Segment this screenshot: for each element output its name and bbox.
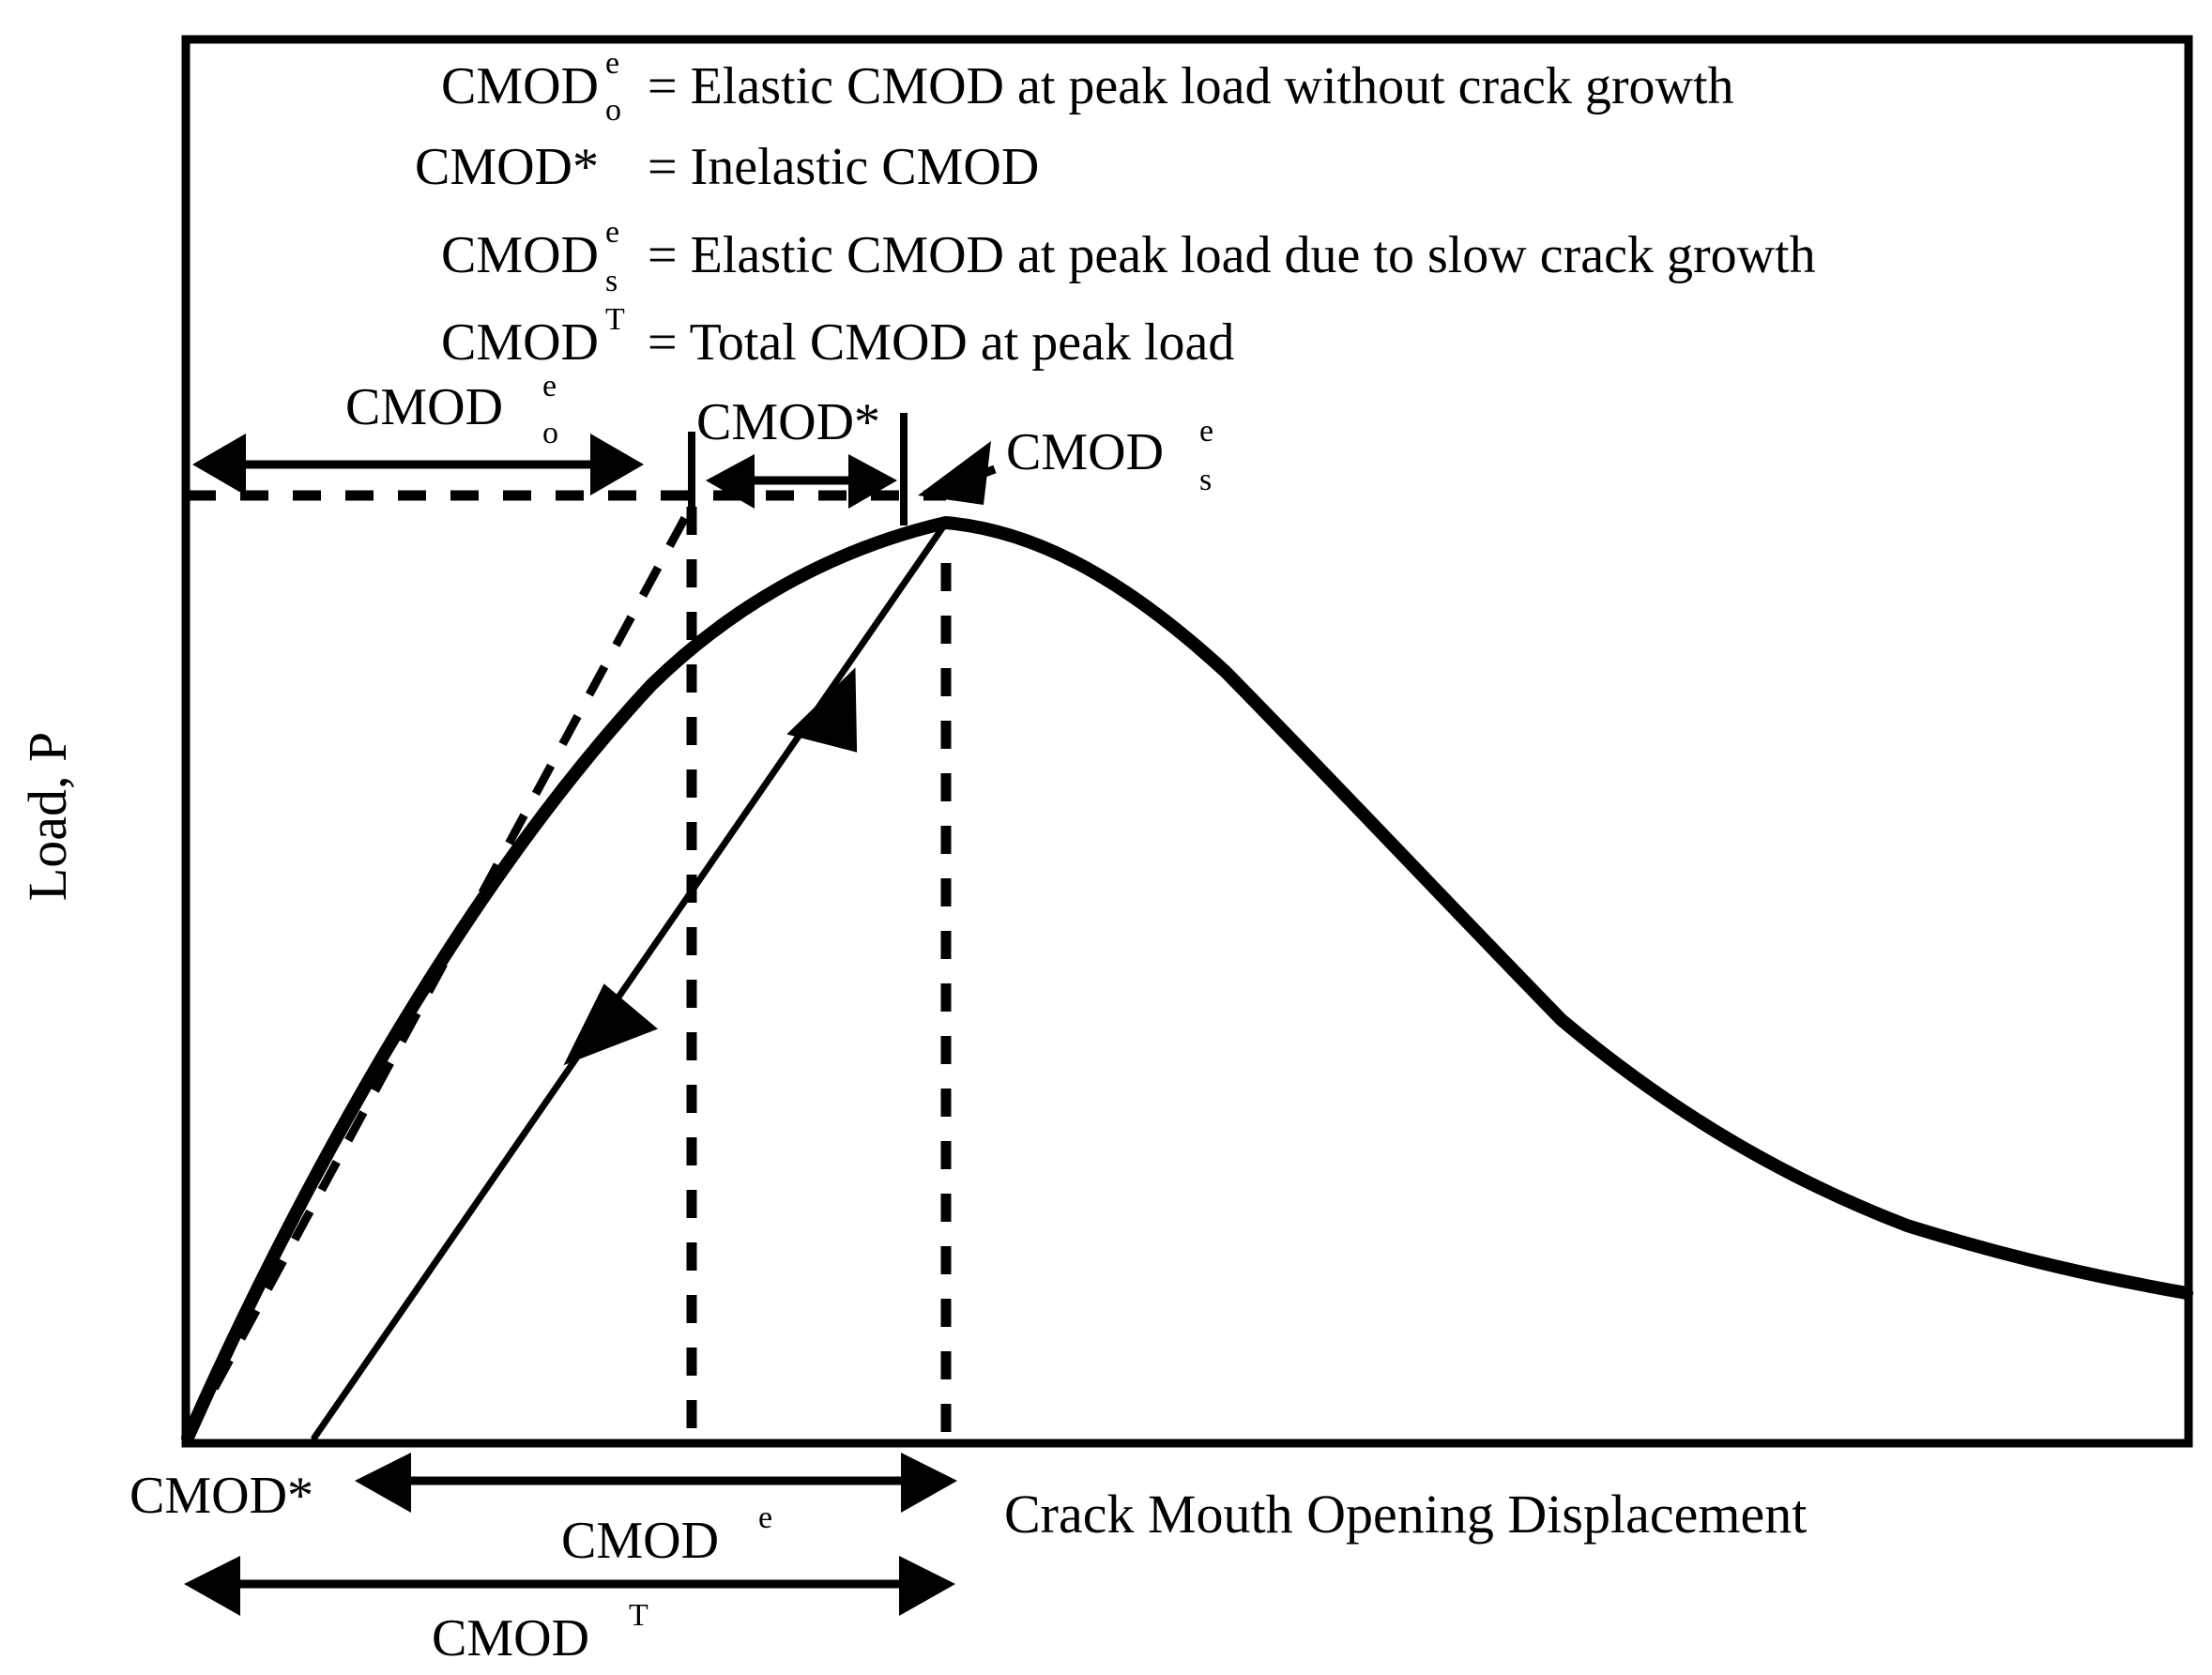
loading-direction-arrow-unload-line bbox=[563, 983, 658, 1066]
cmod-t-right-arrowhead bbox=[899, 1556, 955, 1616]
cmod-o-e-label-base: CMOD bbox=[345, 378, 503, 436]
cmod-s-e-label-sub: s bbox=[1199, 463, 1212, 497]
cmod-star-left-arrowhead bbox=[706, 454, 755, 509]
cmod-star-right-arrowhead bbox=[848, 454, 897, 509]
legend-definition-2: = Inelastic CMOD bbox=[648, 138, 1039, 196]
legend-block: CMOD e o = Elastic CMOD at peak load wit… bbox=[415, 46, 1816, 372]
cmod-s-e-label-base: CMOD bbox=[1006, 423, 1164, 481]
legend-symbol-base-3: CMOD bbox=[441, 226, 599, 284]
cmod-o-e-label-sup: e bbox=[542, 369, 557, 404]
cmod-t-bottom-label-sup: T bbox=[629, 1598, 648, 1633]
dimension-cmod-e-bottom: CMOD e bbox=[355, 1453, 957, 1570]
y-axis-label: Load, P bbox=[17, 732, 78, 901]
cmod-e-bottom-label-base: CMOD bbox=[561, 1512, 719, 1570]
legend-symbol-sup-3: e bbox=[605, 215, 619, 250]
legend-entry-cmod-s-e: CMOD e s = Elastic CMOD at peak load due… bbox=[441, 215, 1816, 298]
cmod-o-e-right-arrowhead bbox=[590, 434, 644, 495]
legend-symbol-base-1: CMOD bbox=[441, 57, 599, 115]
cmod-t-left-arrowhead bbox=[184, 1556, 240, 1616]
cmod-o-e-label-sub: o bbox=[542, 416, 558, 450]
dimension-cmod-t-bottom: CMOD T bbox=[184, 1556, 955, 1667]
legend-symbol-sup-1: e bbox=[605, 46, 619, 81]
cmod-star-top-label: CMOD* bbox=[696, 393, 880, 451]
cmod-e-right-arrowhead bbox=[901, 1453, 957, 1513]
dimension-cmod-s-e: CMOD e s bbox=[918, 414, 1213, 505]
cmod-o-e-left-arrowhead bbox=[192, 434, 246, 495]
loading-direction-arrow-curve bbox=[786, 667, 858, 753]
legend-entry-cmod-star: CMOD* = Inelastic CMOD bbox=[415, 138, 1039, 196]
cmod-s-e-label-sup: e bbox=[1199, 414, 1213, 449]
legend-symbol-base-2: CMOD* bbox=[415, 138, 599, 196]
legend-symbol-base-4: CMOD bbox=[441, 313, 599, 372]
unloading-compliance-line bbox=[311, 519, 950, 1441]
plot-frame bbox=[181, 35, 2193, 1448]
legend-symbol-sub-1: o bbox=[605, 93, 621, 128]
legend-entry-cmod-t: CMOD T = Total CMOD at peak load bbox=[441, 302, 1234, 372]
cmod-e-bottom-label-sup: e bbox=[758, 1500, 772, 1535]
load-cmod-response-curve bbox=[181, 516, 2193, 1444]
cmod-e-left-arrowhead bbox=[355, 1453, 411, 1513]
legend-definition-3: = Elastic CMOD at peak load due to slow … bbox=[648, 226, 1816, 284]
cmod-s-e-arrowhead bbox=[918, 441, 991, 505]
legend-symbol-sub-3: s bbox=[605, 264, 618, 298]
dimension-cmod-star-top: CMOD* bbox=[688, 393, 908, 525]
legend-symbol-sup-4: T bbox=[605, 302, 625, 337]
legend-entry-cmod-o-e: CMOD e o = Elastic CMOD at peak load wit… bbox=[441, 46, 1734, 128]
dimension-cmod-o-e: CMOD e o bbox=[192, 369, 644, 495]
x-axis-label: Crack Mouth Opening Displacement bbox=[1004, 1484, 1807, 1545]
cmod-t-bottom-label-base: CMOD bbox=[432, 1609, 589, 1667]
cmod-star-bottom-label: CMOD* bbox=[130, 1467, 313, 1525]
legend-definition-1: = Elastic CMOD at peak load without crac… bbox=[648, 57, 1734, 115]
legend-definition-4: = Total CMOD at peak load bbox=[648, 313, 1234, 372]
